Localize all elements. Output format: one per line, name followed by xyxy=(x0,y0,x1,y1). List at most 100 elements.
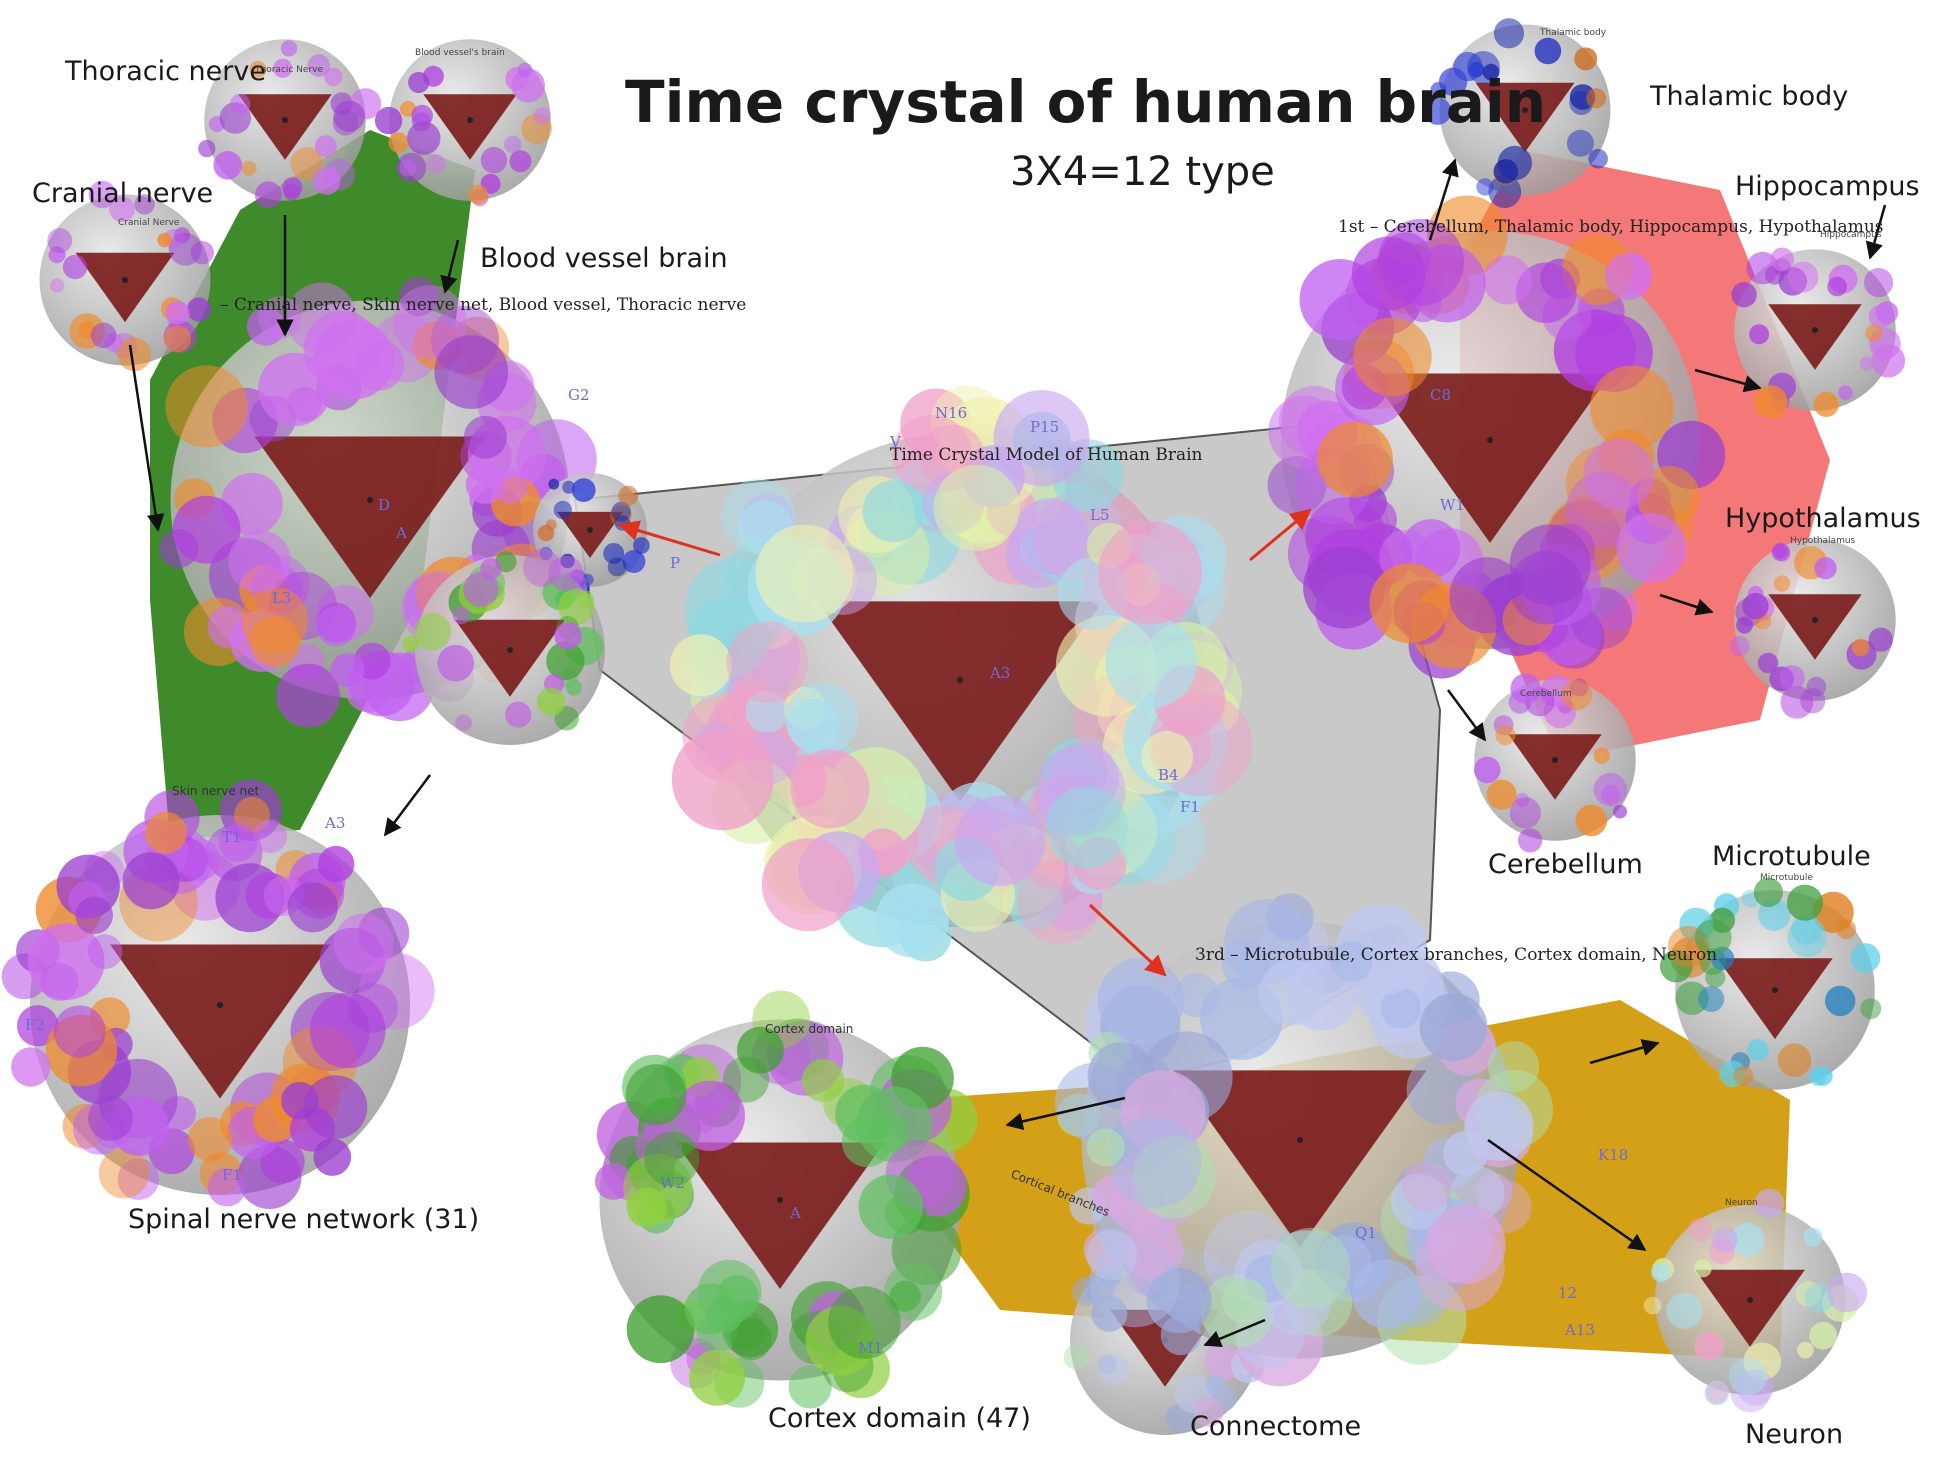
sphere xyxy=(172,495,241,564)
sphere xyxy=(245,872,292,919)
sphere xyxy=(1838,385,1853,401)
cluster-thoracic-nerve-center-dot xyxy=(282,117,288,123)
sphere xyxy=(1754,385,1788,419)
sphere xyxy=(1086,1229,1138,1281)
arrow-cerebellum xyxy=(1446,689,1487,742)
arrow-hippocampus xyxy=(1694,368,1762,393)
sphere xyxy=(1753,877,1783,908)
sphere xyxy=(669,634,732,697)
sphere xyxy=(576,590,595,609)
main-title: Time crystal of human brain xyxy=(625,68,1546,136)
cluster-group2-green xyxy=(402,548,605,745)
sphere xyxy=(1086,1128,1125,1167)
sphere xyxy=(168,232,202,266)
sphere xyxy=(157,232,172,248)
sphere xyxy=(47,228,73,254)
center-letter-4: A3 xyxy=(989,664,1010,682)
sphere xyxy=(536,687,566,716)
sphere xyxy=(165,365,248,448)
sphere xyxy=(230,93,251,115)
sphere xyxy=(188,1116,233,1162)
sphere xyxy=(309,992,386,1069)
label-microtubule: Microtubule xyxy=(1712,841,1871,872)
mini-caption-hippo: Hippocampus xyxy=(1820,230,1882,240)
mini-caption-hypo: Hypothalamus xyxy=(1790,536,1856,546)
letter-g3: Q1 xyxy=(1355,1224,1377,1242)
cluster-group2-main xyxy=(159,276,597,728)
sphere xyxy=(399,276,439,317)
label-spinal-nerve-network: Spinal nerve network (31) xyxy=(128,1204,479,1235)
sphere xyxy=(674,1080,746,1151)
sphere xyxy=(437,644,475,682)
letter-g2c: L3 xyxy=(272,589,292,607)
arrow-hypothalamus xyxy=(1659,593,1714,616)
sphere xyxy=(1534,37,1562,65)
cluster-hypothalamus-center-dot xyxy=(1812,617,1818,623)
center-letter-6: F1 xyxy=(1180,798,1200,816)
sphere xyxy=(1804,1282,1835,1313)
sphere xyxy=(618,485,639,506)
sphere xyxy=(253,819,287,853)
letter-g2: D xyxy=(378,496,390,514)
sphere xyxy=(1193,1396,1224,1427)
sphere xyxy=(1733,1065,1754,1086)
sphere xyxy=(399,159,417,177)
sphere xyxy=(1809,1321,1838,1350)
sphere xyxy=(1317,421,1393,498)
sphere xyxy=(539,546,553,561)
cluster-hippocampus xyxy=(1731,247,1906,419)
sphere xyxy=(644,1131,700,1187)
sphere xyxy=(1747,1039,1769,1061)
sphere xyxy=(1105,616,1198,709)
sphere xyxy=(1731,282,1757,308)
sphere xyxy=(1377,219,1465,306)
sphere xyxy=(1694,919,1732,956)
cluster-cerebellum-core xyxy=(1508,734,1602,800)
sphere xyxy=(1806,676,1827,697)
arrow-microtubule xyxy=(1589,1039,1660,1065)
sphere xyxy=(452,606,471,625)
sphere xyxy=(1221,939,1270,989)
mini-caption-cerebellum: Cerebellum xyxy=(1520,689,1572,699)
cluster-cortex xyxy=(595,990,978,1409)
sphere xyxy=(402,635,419,653)
sphere xyxy=(1593,772,1627,807)
sphere xyxy=(313,1138,352,1176)
sphere xyxy=(145,811,187,854)
cluster-cerebellum-center-dot xyxy=(1552,757,1558,763)
sphere xyxy=(1583,438,1655,510)
arrow-connectome xyxy=(1203,1318,1266,1348)
sphere xyxy=(1402,1161,1453,1212)
cluster-microtubule-center-dot xyxy=(1772,987,1778,993)
sphere xyxy=(1749,324,1770,345)
sphere xyxy=(1097,957,1185,1045)
sphere xyxy=(62,254,88,280)
sphere xyxy=(318,845,355,883)
sphere xyxy=(553,500,572,520)
sphere xyxy=(1777,1043,1812,1077)
label-cortex-domain: Cortex domain (47) xyxy=(768,1403,1031,1434)
sphere xyxy=(523,548,561,587)
sphere xyxy=(790,749,870,829)
arrow-cranial xyxy=(128,344,165,532)
sphere xyxy=(1590,365,1674,450)
sphere xyxy=(1473,756,1501,784)
arrow-cortex xyxy=(1005,1096,1126,1131)
arrow-center-to-group3 xyxy=(1088,903,1167,977)
cluster-blood-vessel-core xyxy=(423,94,517,160)
sphere xyxy=(1737,1369,1774,1406)
sphere xyxy=(874,883,949,958)
sphere xyxy=(954,795,1046,886)
sphere xyxy=(75,896,113,935)
sphere xyxy=(1651,1263,1671,1283)
sphere xyxy=(607,557,627,577)
sphere xyxy=(455,714,472,732)
sphere xyxy=(1742,593,1769,620)
sphere xyxy=(273,58,293,78)
sphere xyxy=(737,1026,784,1074)
sphere xyxy=(1423,97,1452,125)
group1-caption: 1st – Cerebellum, Thalamic body, Hippoca… xyxy=(1338,217,1884,237)
letter-cx3: A xyxy=(789,1204,801,1222)
arrow-spinal xyxy=(383,774,431,837)
sphere xyxy=(1390,1173,1447,1230)
